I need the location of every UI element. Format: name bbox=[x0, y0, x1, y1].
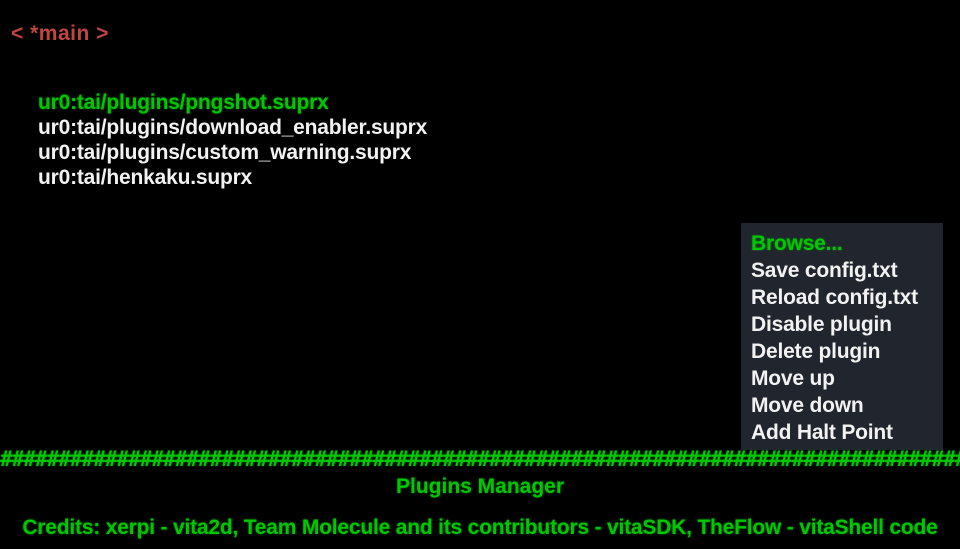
menu-item-reload-config[interactable]: Reload config.txt bbox=[751, 286, 918, 309]
plugin-list: ur0:tai/plugins/pngshot.suprx ur0:tai/pl… bbox=[38, 90, 427, 190]
context-menu: Browse... Save config.txt Reload config.… bbox=[741, 223, 943, 450]
menu-item-move-up[interactable]: Move up bbox=[751, 367, 835, 390]
plugin-item-download-enabler[interactable]: ur0:tai/plugins/download_enabler.suprx bbox=[38, 116, 428, 139]
menu-item-disable-plugin[interactable]: Disable plugin bbox=[751, 313, 892, 336]
menu-item-delete-plugin[interactable]: Delete plugin bbox=[751, 340, 881, 363]
plugin-item-henkaku[interactable]: ur0:tai/henkaku.suprx bbox=[38, 166, 253, 189]
menu-item-save-config[interactable]: Save config.txt bbox=[751, 259, 898, 282]
credits-line: Credits: xerpi - vita2d, Team Molecule a… bbox=[22, 516, 938, 539]
plugin-item-pngshot[interactable]: ur0:tai/plugins/pngshot.suprx bbox=[38, 91, 329, 114]
menu-item-move-down[interactable]: Move down bbox=[751, 394, 864, 417]
menu-item-add-halt-point[interactable]: Add Halt Point bbox=[751, 421, 893, 444]
app-title: Plugins Manager bbox=[395, 475, 565, 498]
plugin-item-custom-warning[interactable]: ur0:tai/plugins/custom_warning.suprx bbox=[38, 141, 412, 164]
menu-item-browse[interactable]: Browse... bbox=[751, 232, 843, 255]
hash-separator: ########################################… bbox=[0, 448, 960, 470]
tab-main[interactable]: < *main > bbox=[11, 22, 109, 45]
